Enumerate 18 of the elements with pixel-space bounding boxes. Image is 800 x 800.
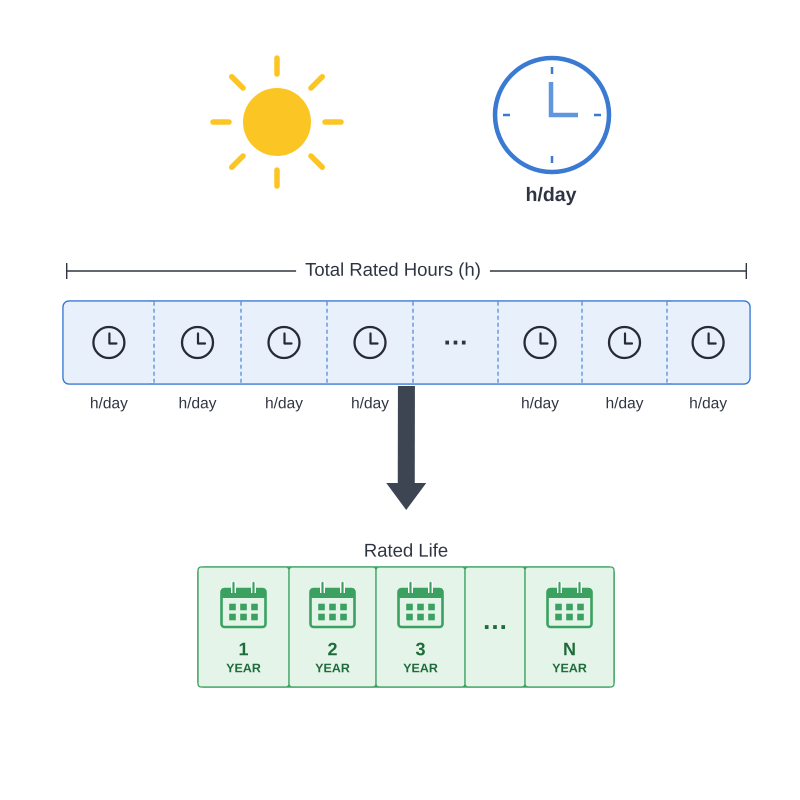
dimension-label: Total Rated Hours (h) [296,259,490,283]
unit-label: h/day [526,186,576,206]
year-cell: 2 YEAR [288,566,377,688]
unit-label: h/day [522,396,559,412]
arrow [386,386,426,510]
unit-label: h/day [180,396,216,412]
panel-heading: Rated Life [365,543,448,557]
strip-box [62,300,751,385]
unit-label: h/day [606,396,644,412]
strip-cell: … [412,302,498,384]
year-cell: N YEAR [524,566,615,688]
year-cell: 1 YEAR [197,566,290,688]
unit-label: h/day [352,396,389,412]
unit-label: h/day [266,396,303,412]
year-cell: … [464,566,526,688]
unit-label: h/day [91,396,128,412]
year-cell: 3 YEAR [375,566,466,688]
unit-label: h/day [690,396,728,412]
